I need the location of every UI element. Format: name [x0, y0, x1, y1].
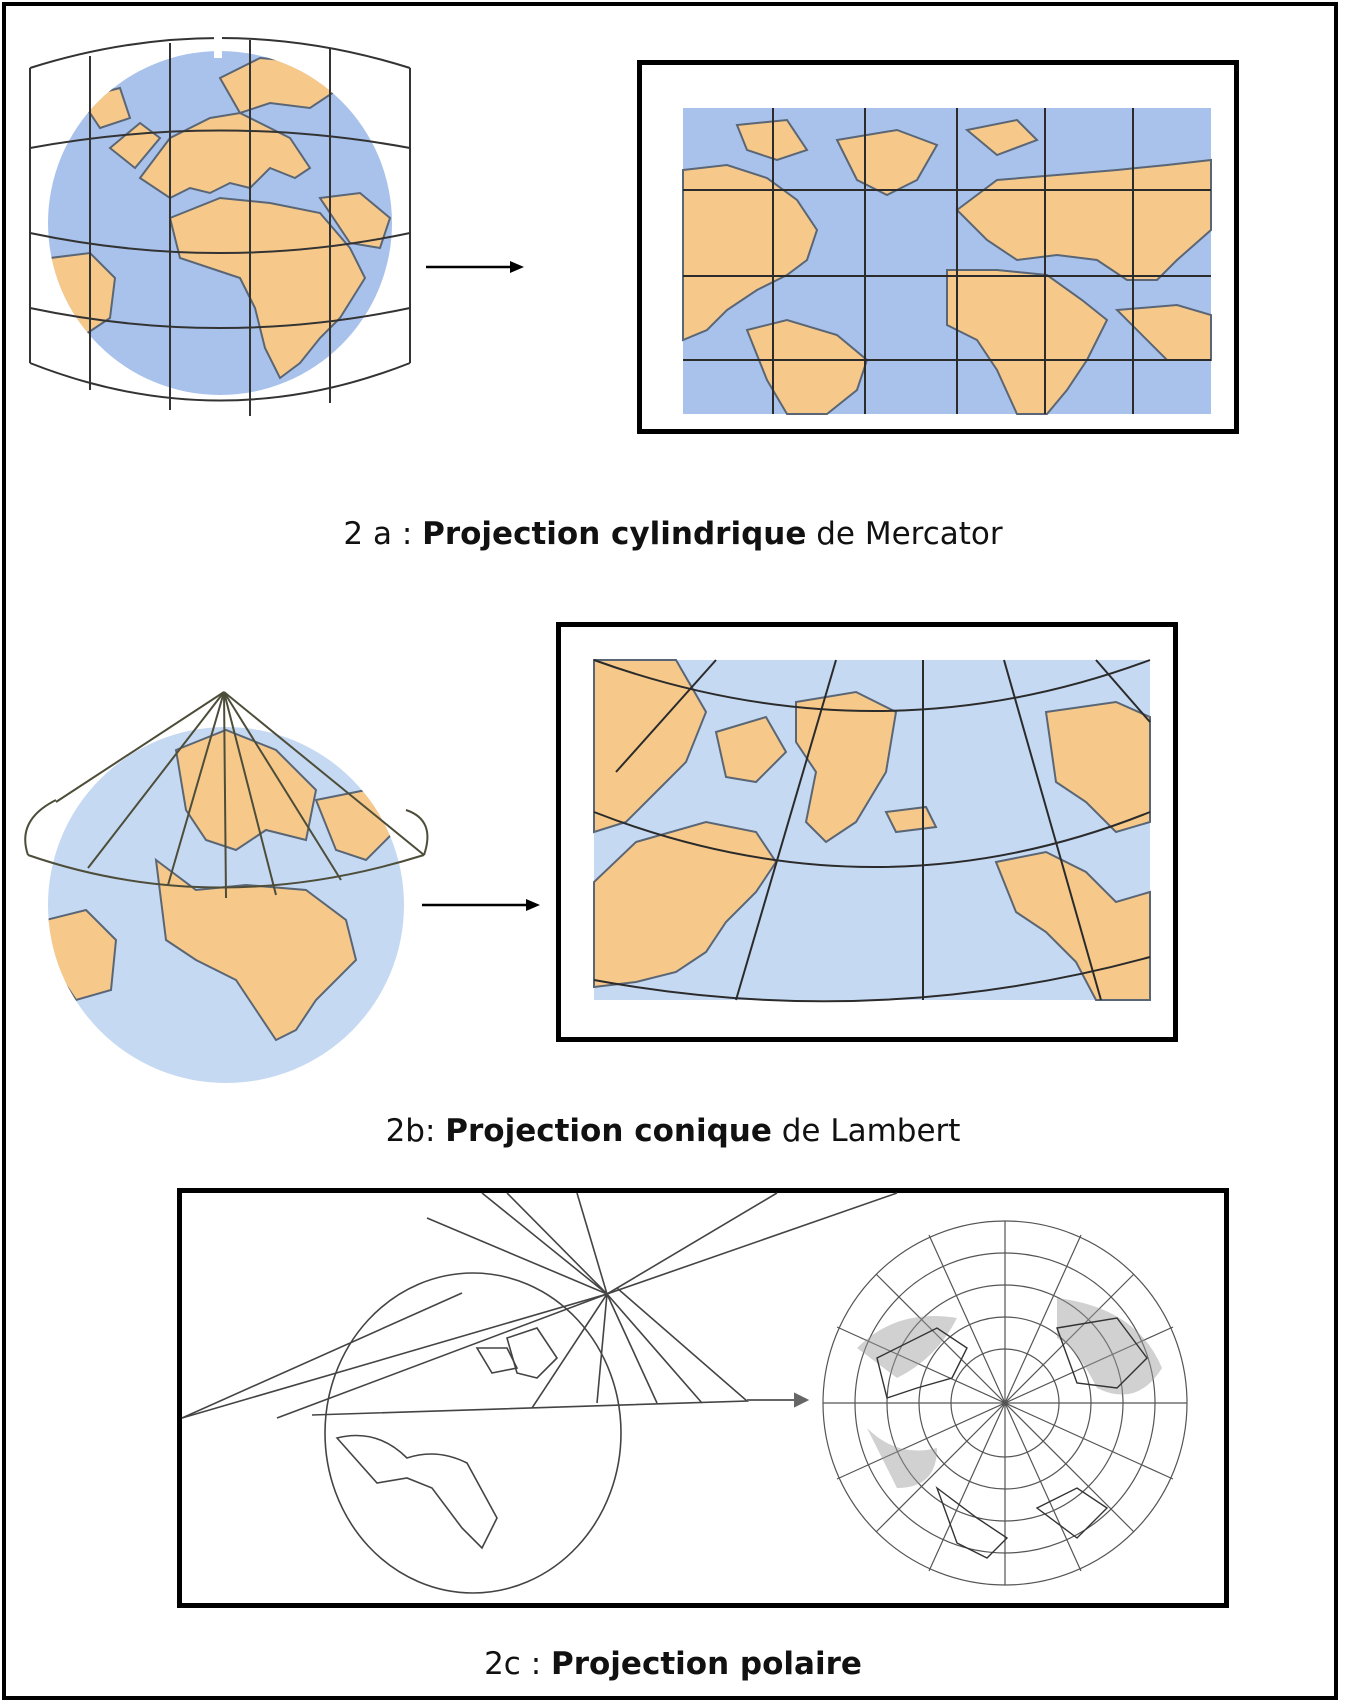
caption-bold: Projection polaire: [551, 1646, 862, 1682]
arrow-icon: [422, 895, 542, 915]
caption-prefix: 2 a :: [343, 516, 423, 552]
caption-2c: 2c : Projection polaire: [0, 1646, 1346, 1682]
lambert-map: [556, 622, 1178, 1042]
caption-bold: Projection cylindrique: [422, 516, 807, 552]
cylinder-globe-illustration: [20, 18, 420, 458]
mercator-map: [637, 60, 1239, 434]
caption-2b: 2b: Projection conique de Lambert: [0, 1113, 1346, 1149]
caption-prefix: 2c :: [484, 1646, 551, 1682]
caption-prefix: 2b:: [385, 1113, 446, 1149]
arrow-icon: [426, 257, 526, 277]
caption-2a: 2 a : Projection cylindrique de Mercator: [0, 516, 1346, 552]
caption-bold: Projection conique: [445, 1113, 772, 1149]
polar-projection-panel: [177, 1188, 1229, 1608]
caption-suffix: de Lambert: [771, 1113, 961, 1149]
caption-suffix: de Mercator: [806, 516, 1003, 552]
cone-globe-illustration: [16, 690, 436, 1085]
